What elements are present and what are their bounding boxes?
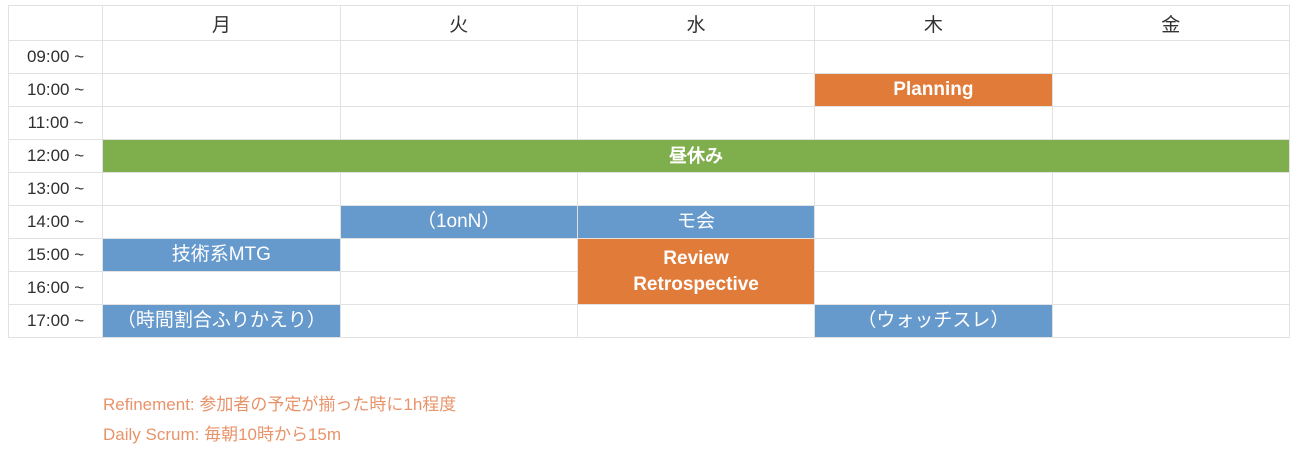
event-planning-thursday[interactable]: Planning <box>814 73 1053 107</box>
slot-fri-1500[interactable] <box>1051 238 1291 272</box>
slot-wed-1300[interactable] <box>576 172 816 206</box>
time-label-1100: 11:00 ~ <box>7 106 104 140</box>
slot-wed-1100[interactable] <box>576 106 816 140</box>
slot-tue-1300[interactable] <box>339 172 578 206</box>
time-label-0900: 09:00 ~ <box>7 40 104 74</box>
note-daily-scrum: Daily Scrum: 毎朝10時から15m <box>103 425 342 444</box>
time-label-1200: 12:00 ~ <box>7 139 104 173</box>
event-furikaeri-monday[interactable]: （時間割合ふりかえり） <box>102 304 341 338</box>
schedule-header: 月 火 水 木 金 <box>7 5 1291 41</box>
event-review-label: Review <box>663 247 729 269</box>
slot-wed-1700[interactable] <box>576 304 816 338</box>
day-header-monday: 月 <box>102 5 341 41</box>
slot-tue-1000[interactable] <box>339 73 578 107</box>
table-row: 16:00 ~ <box>7 271 1291 305</box>
event-1onn-tuesday[interactable]: （1onN） <box>339 205 578 239</box>
event-tech-mtg-label: 技術系MTG <box>171 244 271 266</box>
slot-thu-0900[interactable] <box>814 40 1053 74</box>
slot-tue-1700[interactable] <box>339 304 578 338</box>
event-mokai-wednesday[interactable]: モ会 <box>576 205 816 239</box>
time-label-1500: 15:00 ~ <box>7 238 104 272</box>
slot-thu-1400[interactable] <box>814 205 1053 239</box>
table-row: 12:00 ~ 昼休み <box>7 139 1290 173</box>
table-row: 10:00 ~ Planning <box>7 73 1291 107</box>
event-watch-sure-label: （ウォッチスレ） <box>857 310 1010 332</box>
time-label-1400: 14:00 ~ <box>7 205 104 239</box>
slot-tue-0900[interactable] <box>339 40 578 74</box>
day-header-tuesday: 火 <box>339 5 578 41</box>
schedule-notes: Refinement: 参加者の予定が揃った時に1h程度 Daily Scrum… <box>103 390 456 450</box>
table-row: 13:00 ~ <box>7 172 1291 206</box>
event-1onn-label: （1onN） <box>416 211 501 233</box>
event-retrospective-label: Retrospective <box>633 273 759 295</box>
time-label-1700: 17:00 ~ <box>7 304 104 338</box>
slot-mon-1400[interactable] <box>102 205 341 239</box>
table-row: 14:00 ~ （1onN） モ会 <box>7 205 1291 239</box>
slot-mon-1300[interactable] <box>102 172 341 206</box>
slot-thu-1500[interactable] <box>814 238 1053 272</box>
day-header-wednesday: 水 <box>576 5 816 41</box>
event-lunch-break[interactable]: 昼休み <box>102 139 1290 173</box>
header-row: 月 火 水 木 金 <box>7 5 1291 41</box>
event-review-retrospective-wednesday[interactable]: Review Retrospective <box>576 238 816 305</box>
slot-fri-1600[interactable] <box>1051 271 1291 305</box>
slot-thu-1100[interactable] <box>814 106 1053 140</box>
schedule-table-container: 月 火 水 木 金 09:00 ~ <box>7 5 1291 338</box>
time-label-1300: 13:00 ~ <box>7 172 104 206</box>
slot-mon-1000[interactable] <box>102 73 341 107</box>
slot-fri-1700[interactable] <box>1051 304 1291 338</box>
slot-mon-1100[interactable] <box>102 106 341 140</box>
time-label-1600: 16:00 ~ <box>7 271 104 305</box>
slot-mon-1600[interactable] <box>102 271 341 305</box>
slot-mon-0900[interactable] <box>102 40 341 74</box>
table-row: 11:00 ~ <box>7 106 1291 140</box>
table-row: 09:00 ~ <box>7 40 1291 74</box>
slot-tue-1600[interactable] <box>339 271 578 305</box>
slot-fri-0900[interactable] <box>1051 40 1291 74</box>
slot-wed-0900[interactable] <box>576 40 816 74</box>
table-row: 15:00 ~ 技術系MTG Review Retrospective <box>7 238 1291 305</box>
event-watch-sure-thursday[interactable]: （ウォッチスレ） <box>814 304 1053 338</box>
slot-tue-1100[interactable] <box>339 106 578 140</box>
slot-fri-1400[interactable] <box>1051 205 1291 239</box>
slot-fri-1000[interactable] <box>1051 73 1291 107</box>
slot-thu-1600[interactable] <box>814 271 1053 305</box>
time-label-1000: 10:00 ~ <box>7 73 104 107</box>
slot-fri-1300[interactable] <box>1051 172 1291 206</box>
event-tech-mtg-monday[interactable]: 技術系MTG <box>102 238 341 272</box>
event-furikaeri-label: （時間割合ふりかえり） <box>116 310 326 332</box>
table-row: 17:00 ~ （時間割合ふりかえり） （ウォッチスレ） <box>7 304 1291 338</box>
day-header-friday: 金 <box>1051 5 1291 41</box>
event-planning-label: Planning <box>893 79 974 101</box>
weekly-schedule-table: 月 火 水 木 金 09:00 ~ <box>7 5 1291 338</box>
day-header-thursday: 木 <box>814 5 1053 41</box>
slot-tue-1500[interactable] <box>339 238 578 272</box>
header-corner-cell <box>7 5 104 41</box>
schedule-body: 09:00 ~ 10:00 ~ Planning <box>7 40 1291 338</box>
event-lunch-break-label: 昼休み <box>669 145 724 166</box>
note-refinement: Refinement: 参加者の予定が揃った時に1h程度 <box>103 395 457 414</box>
slot-fri-1100[interactable] <box>1051 106 1291 140</box>
slot-wed-1000[interactable] <box>576 73 816 107</box>
slot-thu-1300[interactable] <box>814 172 1053 206</box>
event-mokai-label: モ会 <box>677 211 716 233</box>
